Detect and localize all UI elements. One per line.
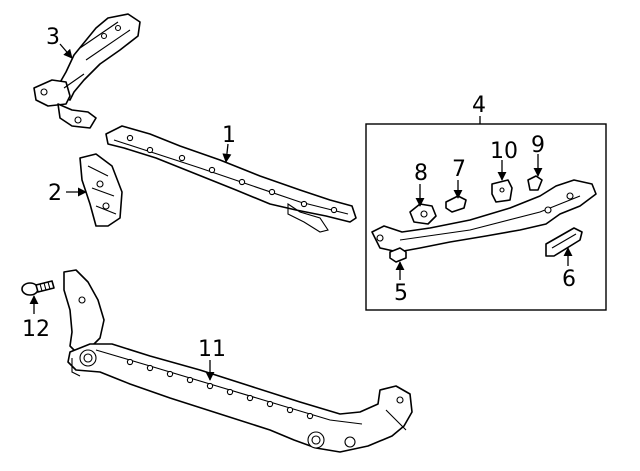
part-7-bracket [445, 195, 467, 213]
callout-5: 5 [394, 281, 408, 306]
callout-9: 9 [531, 133, 545, 158]
part-10-bracket [491, 179, 513, 203]
callout-2: 2 [48, 181, 62, 206]
callout-1: 1 [222, 123, 236, 148]
part-4-group-box [365, 123, 607, 311]
callout-11: 11 [198, 337, 226, 362]
leader-lines [29, 43, 573, 381]
part-9-clip [527, 175, 543, 191]
callout-labels: 1 2 3 4 5 6 7 8 9 10 11 12 [22, 25, 576, 362]
callout-4: 4 [472, 93, 486, 118]
callout-6: 6 [562, 267, 576, 292]
callout-10: 10 [490, 139, 518, 164]
callout-8: 8 [414, 161, 428, 186]
part-11-lower-tie-bar [63, 269, 413, 453]
part-8-mount [409, 203, 437, 225]
part-3-upper-bracket [33, 13, 141, 129]
part-1-upper-tie-bar [105, 125, 357, 233]
leader-3 [59, 43, 73, 59]
part-2-bracket [79, 153, 123, 227]
part-5-clip [389, 247, 407, 263]
callout-12: 12 [22, 317, 50, 342]
part-6-bracket [545, 227, 583, 257]
leader-1 [222, 143, 232, 163]
part-4-side-rail [371, 179, 597, 253]
part-12-bolt [21, 280, 55, 296]
callout-7: 7 [452, 157, 466, 182]
callout-3: 3 [46, 25, 60, 50]
